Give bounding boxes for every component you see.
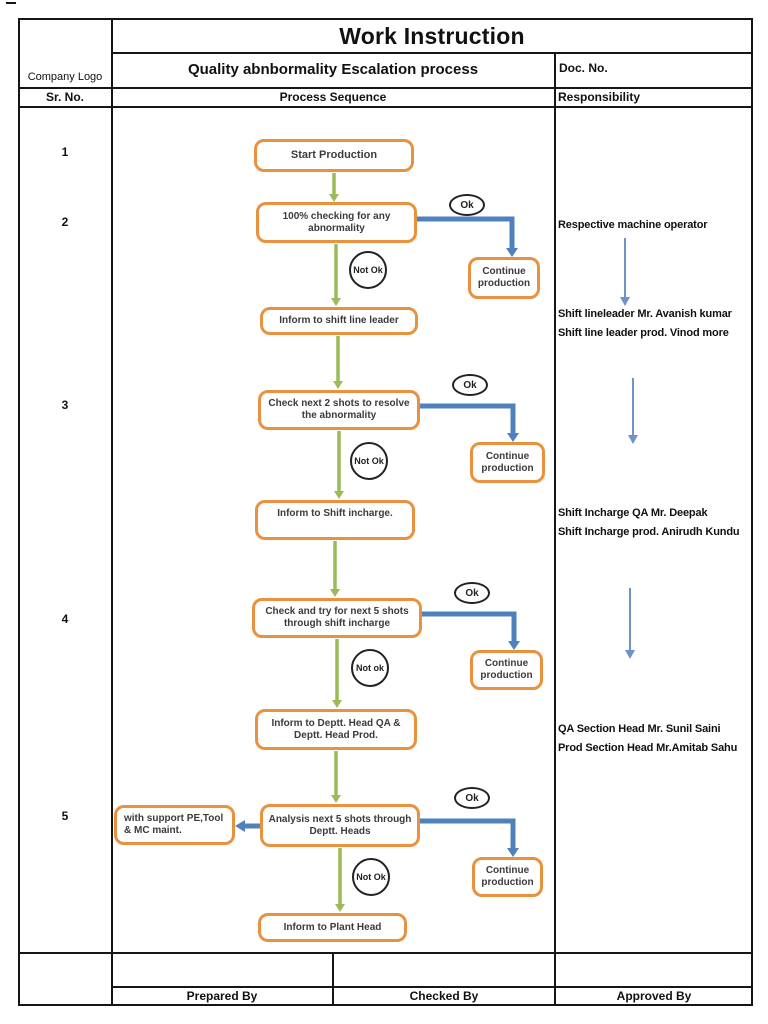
flow-box-100-checking: 100% checking for any abnormality xyxy=(256,202,417,243)
step-number-1: 1 xyxy=(61,145,69,159)
responsibility-section-head-qa: QA Section Head Mr. Sunil Saini xyxy=(558,723,721,735)
flow-box-check-next-5-shots: Check and try for next 5 shots through s… xyxy=(252,598,422,638)
step-number-3: 3 xyxy=(61,398,69,412)
flow-box-continue-production-3: Continue production xyxy=(470,650,543,690)
ok-ellipse-4: Ok xyxy=(454,787,490,809)
table-outer-border xyxy=(18,18,753,1006)
not-ok-circle-2: Not Ok xyxy=(350,442,388,480)
responsibility-line-leader-prod: Shift line leader prod. Vinod more xyxy=(558,327,729,339)
ok-ellipse-3: Ok xyxy=(454,582,490,604)
flow-box-check-next-2-shots: Check next 2 shots to resolve the abnorm… xyxy=(258,390,420,430)
grid-hline-under-subtitle xyxy=(18,87,752,89)
grid-vline-left-column xyxy=(111,18,113,1004)
grid-hline-under-title xyxy=(112,52,752,54)
grid-hline-under-header-row xyxy=(18,106,752,108)
responsibility-shift-incharge-prod: Shift Incharge prod. Anirudh Kundu xyxy=(558,526,740,538)
not-ok-circle-1: Not Ok xyxy=(349,251,387,289)
footer-prepared-by: Prepared By xyxy=(186,989,258,1003)
responsibility-line-leader-qa: Shift lineleader Mr. Avanish kumar xyxy=(558,308,732,320)
scan-artifact-line xyxy=(6,2,16,4)
grid-vline-footer-middle xyxy=(332,952,334,1004)
column-header-process-sequence: Process Sequence xyxy=(279,90,387,104)
flow-box-inform-shift-line-leader: Inform to shift line leader xyxy=(260,307,418,335)
ok-ellipse-1: Ok xyxy=(449,194,485,216)
doc-no-label: Doc. No. xyxy=(559,61,608,75)
grid-hline-above-footer xyxy=(18,952,752,954)
responsibility-operator: Respective machine operator xyxy=(558,219,708,231)
not-ok-circle-3: Not ok xyxy=(351,649,389,687)
flow-box-start-production: Start Production xyxy=(254,139,414,172)
flow-box-analysis-next-5-shots: Analysis next 5 shots through Deptt. Hea… xyxy=(260,804,420,847)
footer-approved-by: Approved By xyxy=(616,989,692,1003)
ok-ellipse-2: Ok xyxy=(452,374,488,396)
footer-checked-by: Checked By xyxy=(409,989,479,1003)
responsibility-section-head-prod: Prod Section Head Mr.Amitab Sahu xyxy=(558,742,738,754)
responsibility-shift-incharge-qa: Shift Incharge QA Mr. Deepak xyxy=(558,507,708,519)
grid-vline-right-column xyxy=(554,52,556,1004)
page-subtitle: Quality abnbormality Escalation process xyxy=(187,61,479,78)
flow-box-continue-production-1: Continue production xyxy=(468,257,540,299)
column-header-responsibility: Responsibility xyxy=(558,90,641,104)
flow-box-inform-plant-head: Inform to Plant Head xyxy=(258,913,407,942)
flow-box-continue-production-2: Continue production xyxy=(470,442,545,483)
flow-box-inform-dept-head: Inform to Deptt. Head QA & Deptt. Head P… xyxy=(255,709,417,750)
company-logo-label: Company Logo xyxy=(27,71,103,83)
flow-box-continue-production-4: Continue production xyxy=(472,857,543,897)
column-header-sr-no: Sr. No. xyxy=(45,90,84,104)
step-number-5: 5 xyxy=(61,809,69,823)
flow-box-with-support: with support PE,Tool & MC maint. xyxy=(114,805,235,845)
page-title: Work Instruction xyxy=(339,23,525,49)
grid-hline-footer-labels xyxy=(112,986,752,988)
step-number-4: 4 xyxy=(61,612,69,626)
not-ok-circle-4: Not Ok xyxy=(352,858,390,896)
flow-box-inform-shift-incharge: Inform to Shift incharge. xyxy=(255,500,415,540)
step-number-2: 2 xyxy=(61,215,69,229)
